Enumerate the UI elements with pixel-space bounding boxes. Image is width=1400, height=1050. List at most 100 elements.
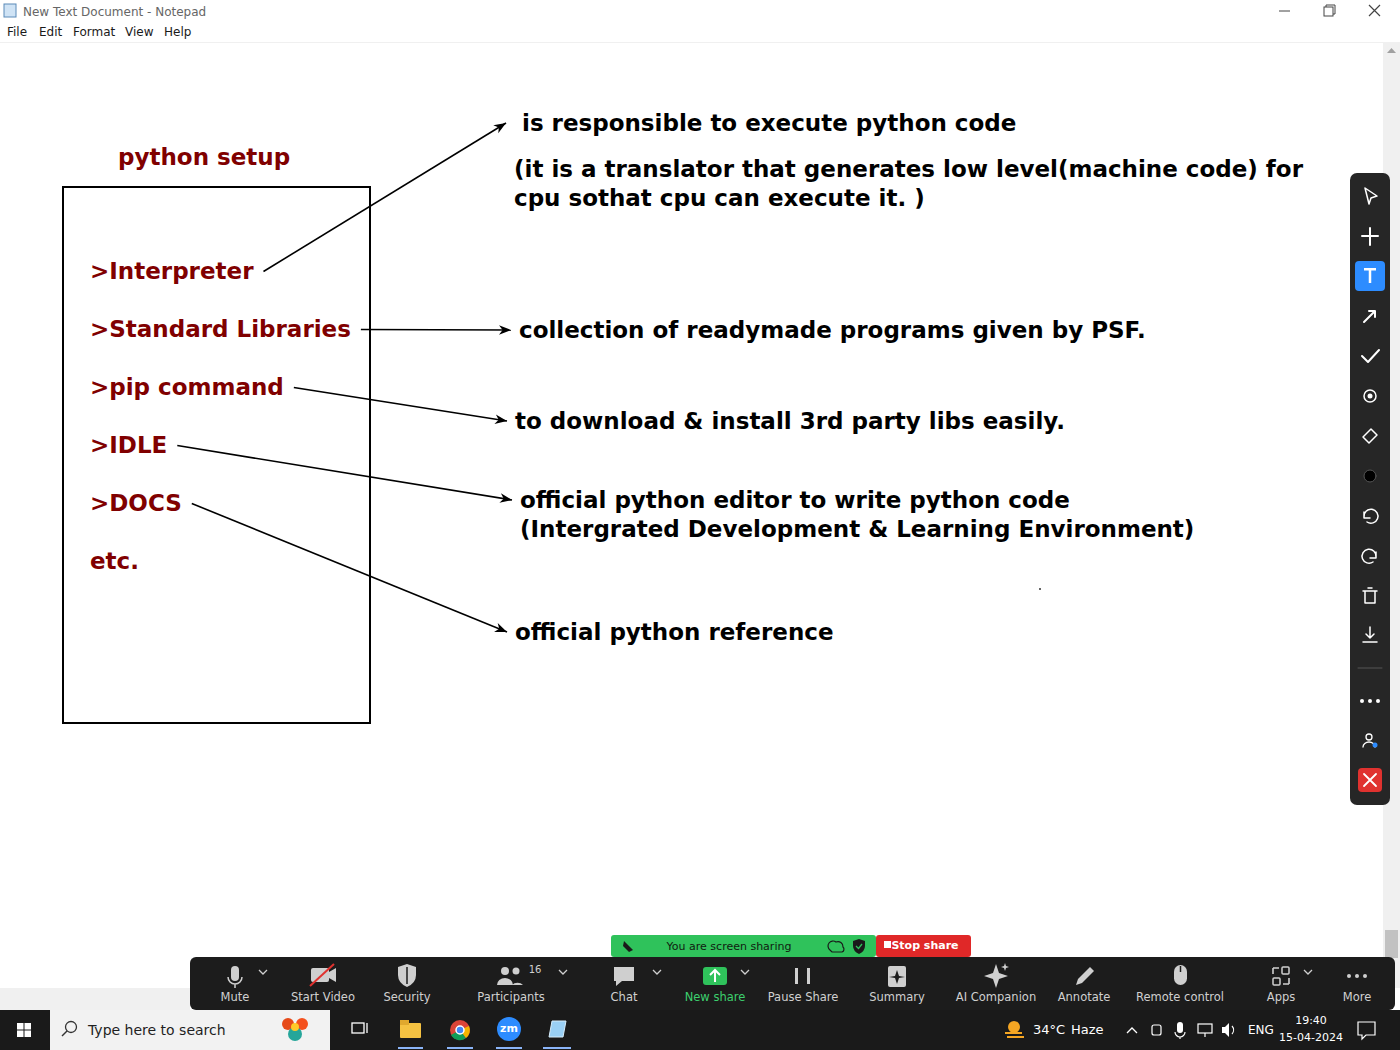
clock-date: 15-04-2024	[1279, 1031, 1343, 1044]
taskbar-part	[450, 1020, 470, 1040]
taskbar-part	[282, 1018, 294, 1030]
box-note: etc.	[90, 547, 139, 576]
taskbar-part	[1232, 1026, 1234, 1034]
title-bar-part	[1324, 7, 1333, 16]
zoom-toolbar	[190, 935, 1395, 1010]
zoom-toolbar-part	[1076, 967, 1094, 985]
annotation-sidebar-part	[1363, 588, 1377, 603]
participant-count: 16	[529, 964, 542, 976]
toolbar-button: Pause Share	[768, 991, 839, 1005]
description-note: official python reference	[515, 618, 834, 647]
zoom-toolbar-part	[497, 978, 513, 985]
zoom-toolbar-part	[1304, 970, 1312, 974]
toolbar-button: Summary	[869, 991, 925, 1005]
item-text: >Standard Libraries	[90, 315, 351, 344]
taskbar-part	[1177, 1022, 1183, 1033]
item-text: >DOCS	[90, 489, 182, 518]
clock-time: 19:40	[1295, 1014, 1327, 1027]
weather-condition: Haze	[1071, 1022, 1104, 1038]
taskbar-part	[398, 1047, 423, 1049]
taskbar-part	[0, 1010, 1400, 1050]
item-text: >pip command	[90, 373, 284, 402]
annotation-sidebar-part	[1365, 188, 1377, 204]
description-note: collection of readymade programs given b…	[519, 316, 1146, 345]
zoom-toolbar-part	[807, 968, 810, 984]
component-item: >Standard Libraries	[90, 315, 351, 344]
annotation-sidebar-part	[1369, 268, 1372, 283]
taskbar-part	[1005, 1033, 1024, 1037]
menu-separator	[0, 42, 1400, 43]
zoom-toolbar-part	[1174, 965, 1187, 985]
annotation-sidebar-part	[1364, 311, 1375, 322]
taskbar	[0, 1010, 1400, 1050]
description-note: is responsible to execute python code(it…	[514, 109, 1344, 213]
taskbar-part	[1358, 1022, 1375, 1039]
title-bar-part	[4, 4, 16, 17]
annotation-sidebar-part	[1362, 228, 1378, 245]
zoom-toolbar-part	[398, 964, 416, 987]
taskbar-part	[456, 1026, 464, 1034]
zoom-toolbar-part	[611, 935, 876, 957]
taskbar-part	[1152, 1025, 1161, 1035]
toolbar-button: Chat	[611, 991, 638, 1005]
share-status: You are screen sharing	[667, 940, 792, 953]
zoom-toolbar-part	[888, 966, 906, 987]
annotation-sidebar-part	[1364, 509, 1378, 523]
zoom-toolbar-part	[856, 944, 862, 949]
annotation-sidebar-part	[1368, 394, 1373, 399]
taskbar-part	[66, 1022, 77, 1033]
taskbar-part	[366, 1023, 367, 1033]
item-detail: (Intergrated Development & Learning Envi…	[520, 515, 1194, 544]
stop-share-button: Stop share	[891, 939, 958, 952]
toolbar-button: Security	[383, 991, 430, 1005]
taskbar-part	[1008, 1021, 1020, 1033]
scrollbar-part	[1385, 930, 1398, 958]
zoom-toolbar-part	[828, 941, 844, 952]
zoom-toolbar-part	[1273, 978, 1280, 985]
zoom-toolbar-part	[1273, 968, 1289, 984]
taskbar-part	[1127, 1028, 1137, 1033]
annotation-sidebar-part	[1358, 668, 1382, 669]
menu-item: Format	[73, 25, 115, 39]
toolbar-button: New share	[685, 991, 746, 1005]
stray-dot	[1039, 588, 1041, 590]
toolbar-button: More	[1343, 991, 1372, 1005]
zoom-toolbar-part	[876, 935, 971, 957]
taskbar-part	[296, 1018, 308, 1030]
annotation-sidebar-part	[1376, 699, 1380, 703]
annotation-sidebar-part	[1373, 743, 1378, 748]
taskbar-part	[447, 1047, 473, 1049]
annotation-sidebar-part	[1364, 470, 1376, 482]
zoom-toolbar-part	[501, 967, 509, 975]
zoom-toolbar-part	[329, 968, 336, 982]
item-text: official python reference	[515, 618, 834, 647]
zoom-toolbar-part	[889, 970, 905, 984]
menu-item: Edit	[39, 25, 62, 39]
toolbar-button: AI Companion	[956, 991, 1036, 1005]
taskbar-part	[25, 1031, 32, 1038]
description-note: official python editor to write python c…	[520, 486, 1194, 544]
taskbar-part	[400, 1020, 409, 1025]
zoom-toolbar-part	[614, 967, 634, 986]
zoom-toolbar-part	[1347, 974, 1351, 978]
weather-temperature: 34°C	[1033, 1022, 1065, 1038]
taskbar-part	[62, 1031, 67, 1036]
zoom-toolbar-part	[231, 966, 239, 981]
arrow-connector	[263, 123, 506, 272]
toolbar-button: Start Video	[291, 991, 355, 1005]
zoom-toolbar-part	[259, 970, 267, 974]
taskbar-part	[549, 1021, 566, 1037]
annotation-sidebar-part	[1360, 699, 1364, 703]
title-bar-part	[1326, 5, 1335, 14]
scrollbar-part	[1383, 43, 1400, 988]
zoom-toolbar-part	[884, 941, 891, 948]
taskbar-part	[1198, 1024, 1212, 1033]
item-text: >IDLE	[90, 431, 167, 460]
zoom-toolbar-part	[623, 941, 633, 952]
arrow-connector	[294, 388, 507, 422]
taskbar-part	[17, 1031, 24, 1038]
zoom-toolbar-part	[190, 957, 1395, 1010]
menu-item: View	[125, 25, 153, 39]
